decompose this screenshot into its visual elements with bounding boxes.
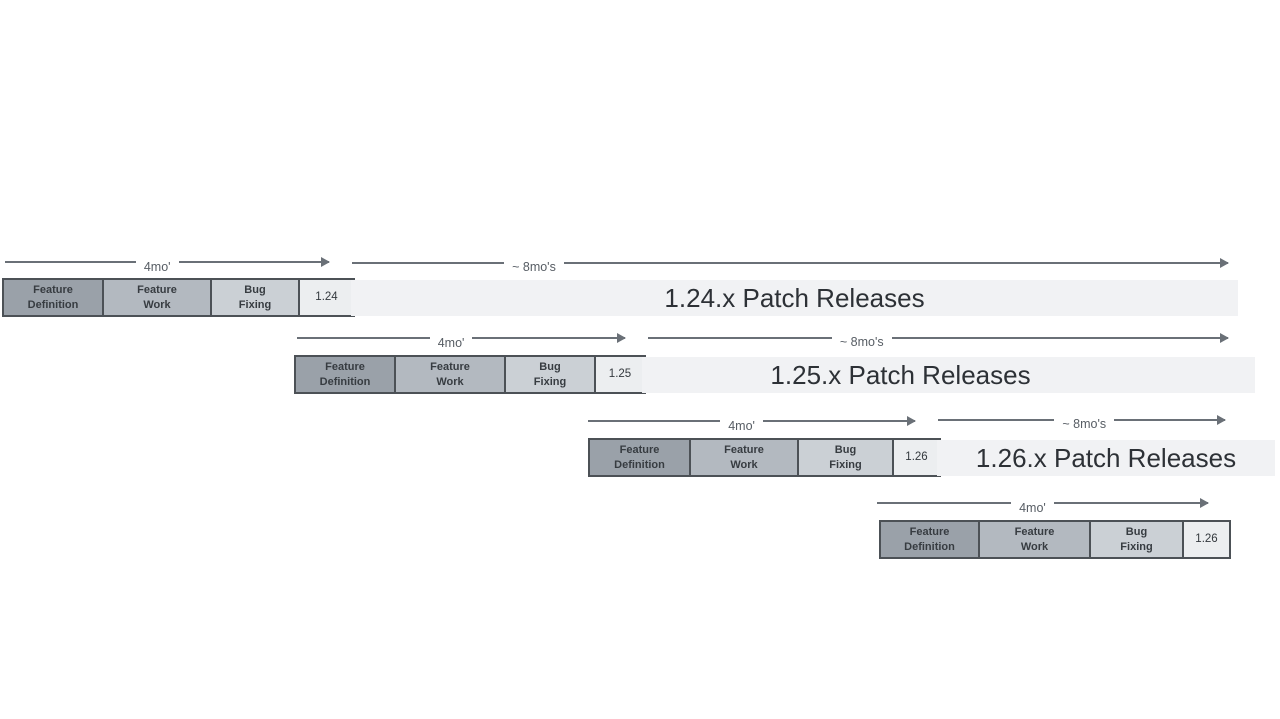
arrow-line xyxy=(588,420,721,422)
version-box: 1.26 xyxy=(892,440,939,475)
cell-label-line: Work xyxy=(436,375,464,388)
cell-label-line: Feature xyxy=(724,444,764,457)
patch-duration-label: ~ 8mo's xyxy=(512,260,556,274)
feature-definition-box: Feature Definition xyxy=(4,280,102,315)
cell-label-line: Work xyxy=(143,298,171,311)
version-label: 1.25 xyxy=(608,368,632,381)
feature-work-box: Feature Work xyxy=(689,440,797,475)
cell-label-line: Work xyxy=(1020,540,1049,553)
cell-label-line: Fixing xyxy=(829,458,862,471)
release-dev-strip: Feature Definition Feature Work Bug Fixi… xyxy=(294,355,646,394)
patch-duration-label: ~ 8mo's xyxy=(1062,417,1107,431)
cell-label-line: Feature xyxy=(137,284,177,297)
arrow-line xyxy=(5,261,136,263)
feature-definition-box: Feature Definition xyxy=(296,357,394,392)
cell-label-line: Definition xyxy=(904,540,955,553)
patch-phase-arrow: ~ 8mo's xyxy=(648,330,1230,349)
cell-label-line: Definition xyxy=(27,298,79,311)
feature-work-box: Feature Work xyxy=(102,280,210,315)
bug-fixing-box: Bug Fixing xyxy=(504,357,594,392)
cell-label-line: Bug xyxy=(834,444,857,457)
patch-duration-label: ~ 8mo's xyxy=(839,335,884,349)
dev-duration-label: 4mo' xyxy=(437,336,465,350)
version-label: 1.26 xyxy=(905,451,928,464)
cell-label-line: Bug xyxy=(1125,526,1148,539)
arrowhead-icon xyxy=(762,416,917,426)
release-dev-strip: Feature Definition Feature Work Bug Fixi… xyxy=(879,520,1231,559)
patch-releases-bar: 1.24.x Patch Releases xyxy=(351,280,1238,316)
cell-label-line: Feature xyxy=(325,361,365,374)
arrow-line xyxy=(938,419,1055,421)
arrow-line xyxy=(877,502,1012,504)
bug-fixing-box: Bug Fixing xyxy=(1089,522,1182,557)
release-dev-strip: Feature Definition Feature Work Bug Fixi… xyxy=(2,278,355,317)
patch-releases-label: 1.24.x Patch Releases xyxy=(664,282,925,313)
version-label: 1.26 xyxy=(1195,533,1218,546)
version-box: 1.26 xyxy=(1182,522,1229,557)
feature-definition-box: Feature Definition xyxy=(590,440,689,475)
dev-phase-arrow: 4mo' xyxy=(877,495,1210,515)
dev-duration-label: 4mo' xyxy=(728,419,755,433)
cell-label-line: Definition xyxy=(319,375,371,388)
arrowhead-icon xyxy=(563,258,1230,268)
patch-phase-arrow: ~ 8mo's xyxy=(352,255,1230,274)
cell-label-line: Fixing xyxy=(238,298,272,311)
arrowhead-icon xyxy=(1053,498,1210,508)
arrowhead-icon xyxy=(178,257,331,267)
dev-phase-arrow: 4mo' xyxy=(297,330,626,350)
dev-duration-label: 4mo' xyxy=(1019,501,1046,515)
bug-fixing-box: Bug Fixing xyxy=(797,440,892,475)
cell-label-line: Fixing xyxy=(533,375,567,388)
cell-label-line: Feature xyxy=(1014,526,1055,539)
patch-phase-arrow: ~ 8mo's xyxy=(938,412,1226,431)
patch-releases-bar: 1.25.x Patch Releases xyxy=(642,357,1255,393)
patch-releases-label: 1.25.x Patch Releases xyxy=(770,359,1031,390)
cell-label-line: Fixing xyxy=(1120,540,1153,553)
feature-definition-box: Feature Definition xyxy=(881,522,978,557)
cell-label-line: Definition xyxy=(614,458,665,471)
arrow-line xyxy=(648,337,832,339)
arrow-line xyxy=(352,262,505,264)
arrowhead-icon xyxy=(1114,415,1226,425)
version-label: 1.24 xyxy=(315,291,338,304)
arrowhead-icon xyxy=(472,333,626,343)
cell-label-line: Feature xyxy=(909,526,950,539)
patch-releases-label: 1.26.x Patch Releases xyxy=(975,442,1237,473)
feature-work-box: Feature Work xyxy=(978,522,1089,557)
patch-releases-bar: 1.26.x Patch Releases xyxy=(937,440,1275,476)
cell-label-line: Work xyxy=(730,458,758,471)
dev-phase-arrow: 4mo' xyxy=(5,254,331,274)
bug-fixing-box: Bug Fixing xyxy=(210,280,298,315)
cell-label-line: Feature xyxy=(430,361,470,374)
dev-duration-label: 4mo' xyxy=(143,260,171,274)
release-dev-strip: Feature Definition Feature Work Bug Fixi… xyxy=(588,438,941,477)
feature-work-box: Feature Work xyxy=(394,357,504,392)
cell-label-line: Bug xyxy=(244,284,266,297)
version-box: 1.25 xyxy=(594,357,644,392)
arrow-line xyxy=(297,337,430,339)
version-box: 1.24 xyxy=(298,280,353,315)
arrowhead-icon xyxy=(891,333,1230,343)
cell-label-line: Bug xyxy=(539,361,561,374)
cell-label-line: Feature xyxy=(33,284,73,297)
cell-label-line: Feature xyxy=(619,444,660,457)
dev-phase-arrow: 4mo' xyxy=(588,413,917,433)
